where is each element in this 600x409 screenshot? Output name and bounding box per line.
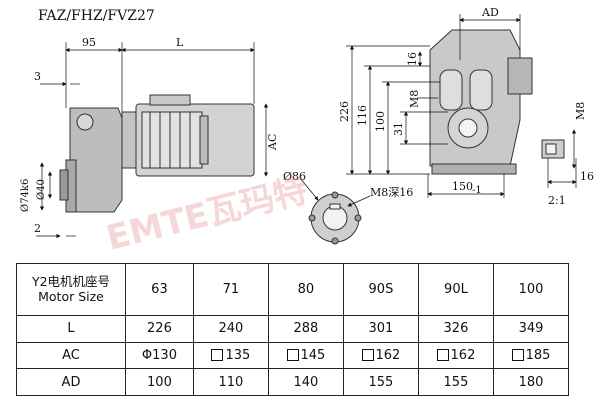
square-icon (286, 348, 299, 361)
value-cell: 185 (492, 341, 570, 370)
scale-ratio: 2:1 (548, 194, 566, 207)
value-cell: Φ130 (125, 341, 194, 370)
value-cell: 100 (125, 368, 194, 396)
drawing-title: FAZ/FHZ/FVZ27 (38, 8, 155, 24)
row-label: L (16, 314, 126, 343)
value-cell: 155 (342, 368, 419, 396)
dim-m8-depth: M8深16 (370, 186, 413, 199)
ac-value: 162 (450, 347, 476, 363)
dim-2: 2 (34, 222, 41, 235)
value-cell: 288 (267, 314, 344, 343)
value-cell: 226 (125, 314, 194, 343)
dim-95: 95 (82, 36, 96, 49)
header-label-cn: Y2电机机座号 (31, 274, 111, 290)
value-cell: 140 (267, 368, 344, 396)
square-icon (436, 348, 449, 361)
dim-AC: AC (266, 134, 279, 151)
dim-phi74: Ø74k6 (20, 179, 31, 212)
dim-116: 116 (356, 105, 369, 126)
dim-100: 100 (374, 111, 387, 132)
value-cell: 180 (492, 368, 570, 396)
dim-key-M8: M8 (574, 102, 587, 120)
dim-16: 16 (406, 52, 419, 66)
watermark: EMTE瓦玛特 (103, 170, 312, 259)
dim-3: 3 (34, 70, 41, 83)
size-cell: 80 (267, 263, 344, 316)
value-cell: 301 (342, 314, 419, 343)
size-cell: 63 (125, 263, 194, 316)
key-detail (541, 139, 565, 159)
dim-150-tolerance: -1 (472, 185, 482, 196)
dim-AD: AD (481, 6, 499, 19)
value-cell: 110 (192, 368, 269, 396)
dim-226: 226 (338, 101, 351, 122)
front-view-dimensions (346, 14, 521, 198)
ac-value: Φ130 (141, 347, 177, 363)
value-cell: 349 (492, 314, 570, 343)
square-icon (511, 348, 524, 361)
dim-L: L (176, 36, 184, 49)
header-label-en: Motor Size (38, 289, 104, 305)
value-cell: 162 (417, 341, 494, 370)
value-cell: 145 (267, 341, 344, 370)
dim-phi40: Ø40 (36, 179, 47, 200)
side-view (59, 94, 255, 213)
value-cell: 326 (417, 314, 494, 343)
value-cell: 162 (342, 341, 419, 370)
value-cell: 240 (192, 314, 269, 343)
table-row-motor-size: Y2电机机座号 Motor Size 63 71 80 90S 90L 100 (16, 263, 570, 316)
front-view (429, 29, 533, 175)
dim-M8: M8 (408, 90, 421, 108)
dim-31: 31 (392, 122, 405, 136)
ac-value: 145 (300, 347, 326, 363)
motor-spec-table: Y2电机机座号 Motor Size 63 71 80 90S 90L 100 … (16, 263, 570, 396)
square-icon (211, 348, 224, 361)
table-row-L: L 226 240 288 301 326 349 (16, 314, 570, 343)
row-label: AD (16, 368, 126, 396)
value-cell: 155 (417, 368, 494, 396)
size-cell: 90S (342, 263, 419, 316)
table-row-AD: AD 100 110 140 155 155 180 (16, 368, 570, 396)
ac-value: 162 (375, 347, 401, 363)
header-motor-size: Y2电机机座号 Motor Size (16, 263, 126, 316)
size-cell: 100 (492, 263, 570, 316)
dim-150: 150 (452, 180, 473, 193)
side-view-dimensions (36, 42, 269, 239)
size-cell: 71 (192, 263, 269, 316)
key-detail-dimensions (547, 129, 577, 188)
shaft-end-view (308, 191, 362, 245)
shaft-end-leaders (299, 177, 371, 207)
ac-value: 185 (525, 347, 551, 363)
technical-drawing: FAZ/FHZ/FVZ27 95 L 3 A (20, 6, 594, 259)
table-row-AC: AC Φ130 135 145 162 162 185 (16, 341, 570, 370)
dim-phi86: Ø86 (283, 170, 306, 183)
size-cell: 90L (417, 263, 494, 316)
value-cell: 135 (192, 341, 269, 370)
dim-key-16: 16 (580, 170, 594, 183)
ac-value: 135 (225, 347, 251, 363)
row-label: AC (16, 341, 126, 370)
square-icon (361, 348, 374, 361)
